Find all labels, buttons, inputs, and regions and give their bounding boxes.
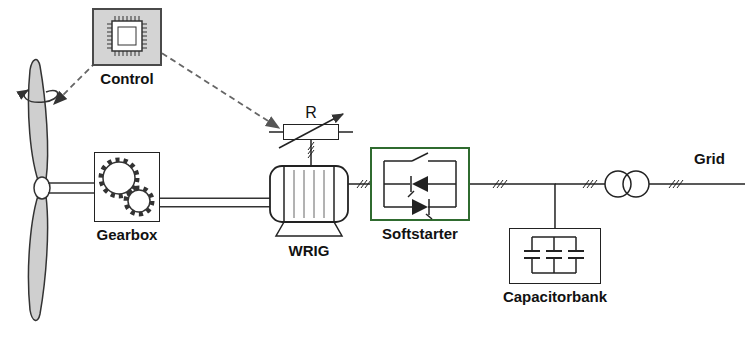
rotor-hub	[34, 177, 50, 199]
control-unit-art	[92, 8, 162, 66]
gear-icon	[101, 160, 152, 214]
control-unit-outline	[92, 8, 162, 66]
generator-outline	[262, 160, 356, 238]
control-signal-arrow	[162, 53, 279, 128]
node-label: R	[305, 104, 317, 122]
main-shaft	[48, 192, 94, 194]
stator-wire	[348, 184, 370, 185]
chip-icon	[107, 16, 147, 56]
control-unit: Control	[92, 8, 162, 88]
rotor-blade	[28, 190, 47, 320]
capacitor-bank-box: Capacitorbank	[503, 228, 607, 306]
bus-line	[555, 183, 605, 185]
bus-wire-path	[470, 184, 555, 228]
thyristor-switch-symbol	[384, 153, 456, 219]
control-signal-arrow-path	[162, 53, 279, 128]
rotor-resistor-art	[283, 124, 339, 140]
generator-art	[262, 160, 356, 238]
node-label: Gearbox	[97, 226, 158, 244]
grid-line	[649, 183, 745, 185]
bus-wire	[470, 184, 555, 228]
high-speed-shaft-path	[160, 197, 270, 207]
rotor-blade	[28, 60, 47, 186]
softstarter-box-outline	[370, 147, 470, 221]
three-phase-ticks	[308, 142, 683, 188]
softstarter-box-art	[370, 147, 470, 221]
rotor-resistor: R	[283, 104, 339, 140]
rotor-wire	[311, 140, 312, 166]
high-speed-shaft	[160, 202, 270, 203]
main-shaft	[48, 182, 94, 184]
phase-tick	[677, 180, 683, 188]
shaft-core	[160, 199, 270, 206]
pitch-control-arrow	[54, 62, 96, 104]
transformer-winding	[623, 171, 649, 197]
rotation-arrow	[24, 90, 58, 102]
generator: WRIG	[262, 160, 356, 260]
variable-resistor-symbol	[269, 114, 353, 148]
generator-drawing	[270, 166, 348, 236]
node-label: Softstarter	[382, 225, 458, 243]
gearbox-box-art	[93, 151, 159, 221]
rotor-wire-path	[310, 140, 312, 166]
stator-wire-path	[348, 183, 370, 185]
node-label: WRIG	[289, 242, 330, 260]
rotor-resistor-outline	[283, 124, 339, 140]
capacitor-bank-box-art	[508, 227, 600, 283]
node-label: Control	[100, 70, 153, 88]
capacitor-bank-box-outline	[509, 228, 601, 284]
capacitor-symbols	[524, 237, 584, 273]
grid-label: Grid	[694, 150, 725, 168]
phase-tick	[591, 180, 597, 188]
softstarter-box: Softstarter	[370, 147, 470, 243]
node-label: Capacitorbank	[503, 288, 607, 306]
gearbox-box: Gearbox	[94, 152, 160, 244]
gearbox-box-outline	[94, 152, 160, 222]
